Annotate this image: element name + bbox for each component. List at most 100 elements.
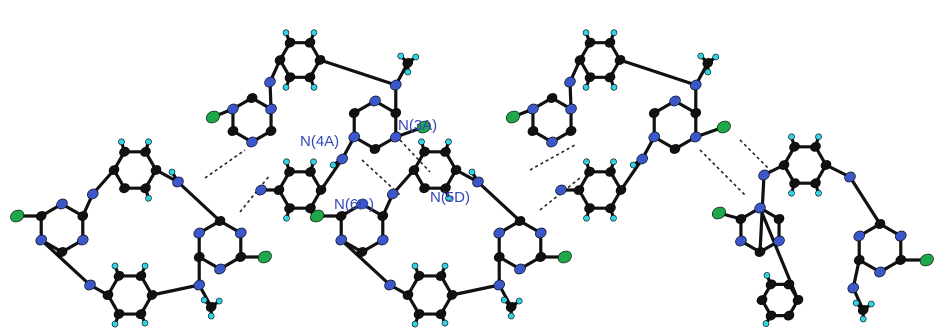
nitrogen-atom: [493, 227, 505, 239]
hydrogen-atom: [111, 320, 119, 328]
carbon-atom: [450, 165, 462, 175]
chlorine-atom: [505, 110, 520, 124]
carbon-atom: [273, 185, 285, 195]
nitrogen-atom: [773, 235, 785, 247]
nitrogen-atom: [246, 136, 258, 148]
carbon-atom: [419, 146, 430, 157]
hydrogen-atom: [111, 262, 119, 270]
chlorine-atom: [257, 250, 272, 264]
carbon-atom: [605, 166, 616, 177]
hydrogen-atom: [310, 158, 317, 166]
hydrogen-atom: [445, 138, 452, 146]
hydrogen-bond: [204, 149, 246, 179]
carbon-atom: [735, 214, 747, 224]
carbon-atom: [102, 290, 114, 300]
carbon-atom: [895, 255, 907, 265]
carbon-atom: [419, 183, 430, 194]
nitrogen-atom: [77, 234, 89, 246]
chlorine-atom: [10, 209, 25, 223]
nitrogen-atom: [384, 279, 396, 291]
carbon-atom: [356, 247, 368, 257]
carbon-atom: [584, 203, 595, 214]
carbon-atom: [690, 108, 702, 118]
nitrogen-atom: [895, 230, 907, 242]
nitrogen-atom: [853, 230, 865, 242]
carbon-atom: [505, 302, 517, 312]
carbon-atom: [377, 211, 389, 221]
carbon-atom: [810, 141, 821, 152]
hydrogen-atom: [583, 158, 590, 166]
hydrogen-atom: [145, 194, 152, 202]
carbon-atom: [140, 146, 151, 157]
hydrogen-atom: [763, 272, 771, 279]
carbon-atom: [408, 165, 420, 175]
covalent-bond: [450, 283, 501, 297]
nitrogen-atom: [377, 234, 389, 246]
hydrogen-atom: [704, 68, 712, 76]
nitrogen-atom: [546, 136, 558, 148]
carbon-atom: [614, 55, 626, 65]
carbon-atom: [113, 309, 125, 319]
nitrogen-atom: [735, 235, 747, 247]
carbon-atom: [754, 247, 766, 257]
nitrogen-atom: [847, 282, 859, 294]
carbon-atom: [305, 166, 316, 177]
nitrogen-atom: [387, 188, 399, 200]
carbon-atom: [584, 166, 595, 177]
hydrogen-bond: [699, 149, 746, 196]
hydrogen-atom: [282, 29, 290, 36]
carbon-atom: [584, 37, 596, 48]
hydrogen-atom: [283, 214, 290, 222]
carbon-atom: [348, 108, 360, 118]
carbon-atom: [146, 290, 158, 300]
label-n6d: N(6D): [334, 196, 374, 213]
hydrogen-atom: [310, 29, 318, 36]
hydrogen-atom: [859, 315, 867, 323]
carbon-atom: [193, 252, 205, 262]
carbon-atom: [305, 203, 316, 214]
carbon-atom: [573, 185, 585, 195]
carbon-atom: [493, 252, 505, 262]
carbon-atom: [119, 183, 130, 194]
carbon-atom: [56, 247, 68, 257]
hydrogen-atom: [310, 84, 318, 91]
chlorine-atom: [919, 253, 934, 267]
hydrogen-atom: [788, 189, 795, 197]
hydrogen-atom: [468, 168, 476, 176]
hydrogen-atom: [445, 194, 452, 202]
nitrogen-atom: [369, 95, 381, 107]
hydrogen-atom: [411, 320, 419, 328]
nitrogen-atom: [690, 79, 702, 91]
nitrogen-atom: [564, 76, 576, 88]
hydrogen-atom: [141, 262, 149, 270]
carbon-atom: [765, 279, 777, 290]
hydrogen-bond: [399, 139, 431, 173]
carbon-atom: [314, 55, 326, 65]
carbon-atom: [150, 165, 162, 175]
covalent-bond: [318, 58, 398, 87]
nitrogen-atom: [214, 263, 226, 275]
hydrogen-atom: [411, 262, 419, 270]
hydrogen-atom: [788, 133, 795, 141]
carbon-atom: [265, 126, 277, 136]
nitrogen-atom: [514, 263, 526, 275]
hydrogen-atom: [283, 158, 290, 166]
carbon-atom: [369, 144, 381, 154]
carbon-atom: [235, 252, 247, 262]
carbon-atom: [440, 183, 451, 194]
hydrogen-atom: [867, 300, 875, 308]
nitrogen-atom: [356, 198, 368, 210]
carbon-atom: [778, 160, 790, 170]
hydrogen-atom: [168, 168, 176, 176]
nitrogen-atom: [390, 131, 402, 143]
hydrogen-atom: [852, 299, 860, 307]
carbon-atom: [820, 160, 832, 170]
hydrogen-atom: [583, 214, 590, 222]
hydrogen-atom: [141, 319, 149, 327]
carbon-atom: [792, 295, 804, 305]
carbon-atom: [783, 279, 795, 290]
nitrogen-atom: [193, 279, 205, 291]
covalent-bond: [339, 238, 392, 287]
chlorine-atom: [205, 110, 220, 124]
carbon-atom: [304, 37, 316, 48]
